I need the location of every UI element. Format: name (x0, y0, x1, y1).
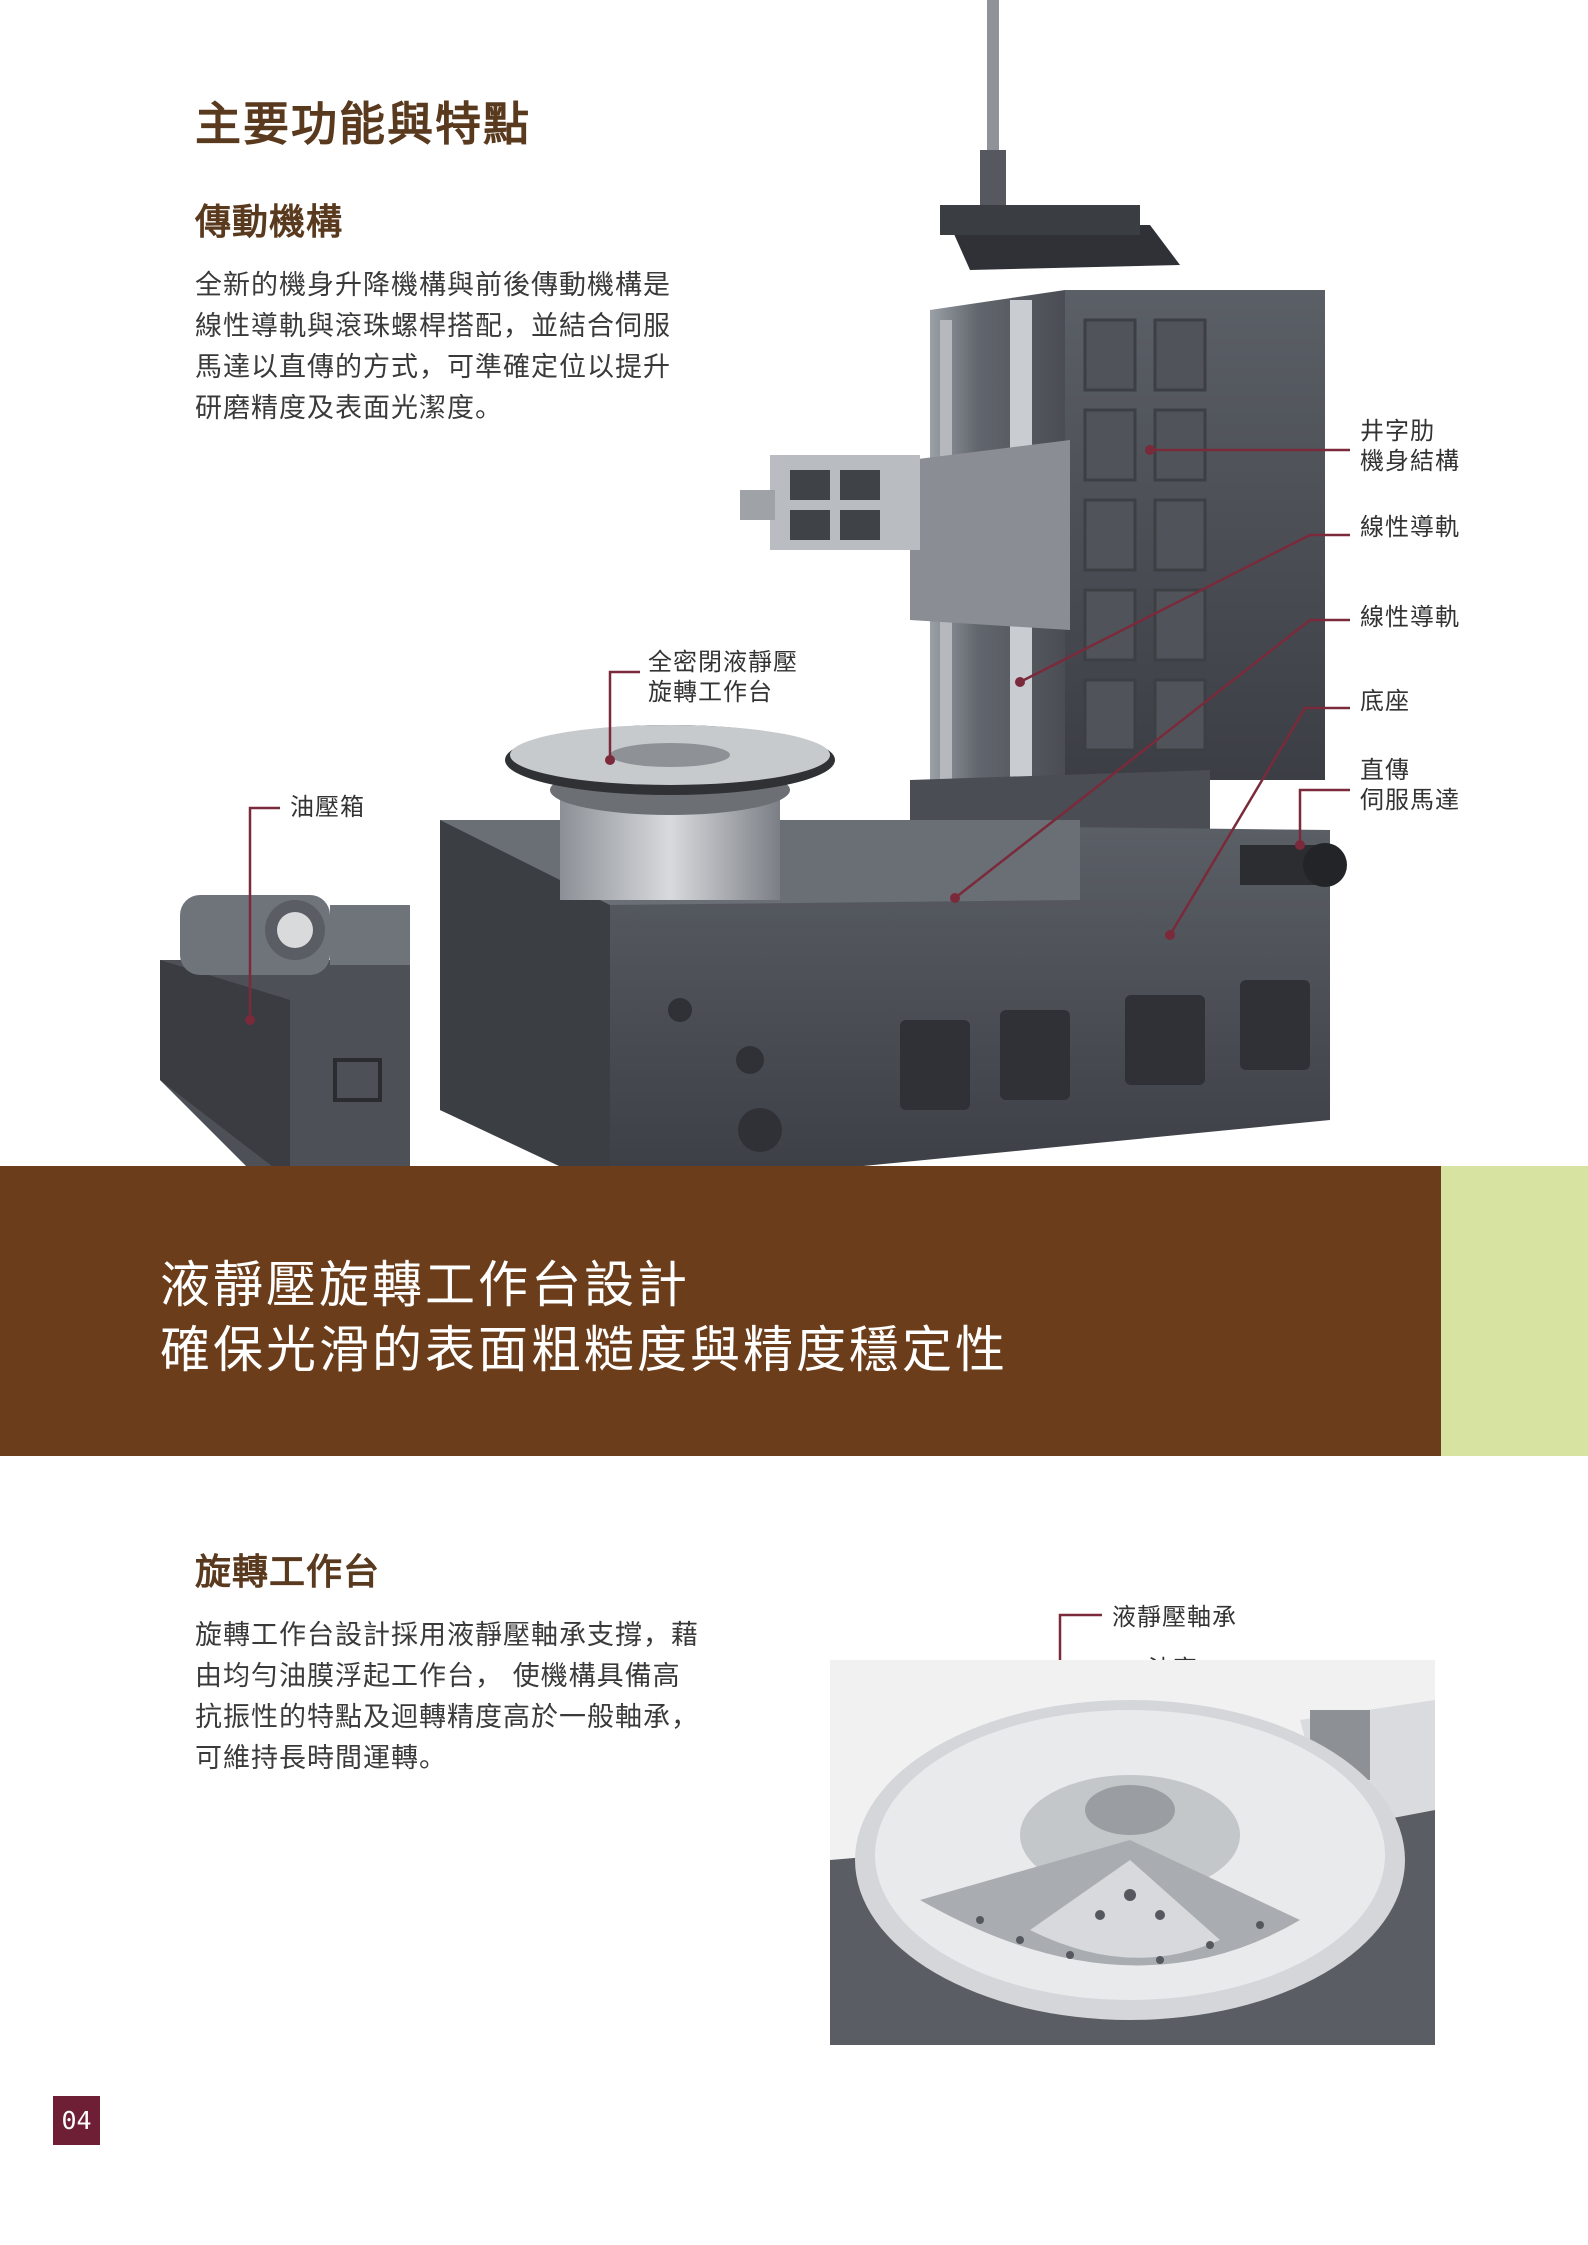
rotary-heading: 旋轉工作台 (195, 1552, 381, 1593)
callout-rotary-table: 全密閉液靜壓 旋轉工作台 (648, 648, 798, 706)
rotary-line: 抗振性的特點及迴轉精度高於一般軸承， (195, 1702, 699, 1733)
page-number-badge: 04 (53, 2096, 100, 2145)
banner-title-line-2: 確保光滑的表面粗糙度與精度穩定性 (160, 1321, 1008, 1379)
banner-accent-block (1441, 1166, 1588, 1456)
rotary-text: 旋轉工作台設計採用液靜壓軸承支撐，藉 由均勻油膜浮起工作台， 使機構具備高 抗振… (195, 1615, 755, 1779)
callout-linear-rail: 線性導軌 (1360, 603, 1460, 631)
rotary-line: 旋轉工作台設計採用液靜壓軸承支撐，藉 (195, 1620, 699, 1651)
rotary-line: 由均勻油膜浮起工作台， 使機構具備高 (195, 1661, 681, 1692)
callout-servo-motor: 直傳 伺服馬達 (1360, 756, 1460, 814)
callout-hydrostatic-bearing: 液靜壓軸承 (1112, 1603, 1237, 1631)
transmission-line: 研磨精度及表面光潔度。 (195, 393, 503, 424)
transmission-line: 馬達以直傳的方式，可準確定位以提升 (195, 352, 671, 383)
page-title: 主要功能與特點 (195, 97, 531, 151)
grinding-machine-illustration (160, 0, 1347, 1190)
transmission-line: 線性導軌與滾珠螺桿搭配，並結合伺服 (195, 311, 671, 342)
transmission-text: 全新的機身升降機構與前後傳動機構是 線性導軌與滾珠螺桿搭配，並結合伺服 馬達以直… (195, 265, 755, 429)
callout-hydraulic-tank: 油壓箱 (290, 793, 365, 821)
callout-linear-rail: 線性導軌 (1360, 513, 1460, 541)
feature-banner (0, 1166, 1441, 1456)
transmission-line: 全新的機身升降機構與前後傳動機構是 (195, 270, 671, 301)
callout-base: 底座 (1360, 687, 1410, 715)
rotary-line: 可維持長時間運轉。 (195, 1743, 447, 1774)
banner-title-line-1: 液靜壓旋轉工作台設計 (160, 1256, 690, 1314)
callout-frame-structure: 井字肋 機身結構 (1360, 417, 1460, 475)
transmission-heading: 傳動機構 (195, 202, 344, 243)
rotary-table-cutaway-image (830, 1660, 1435, 2045)
